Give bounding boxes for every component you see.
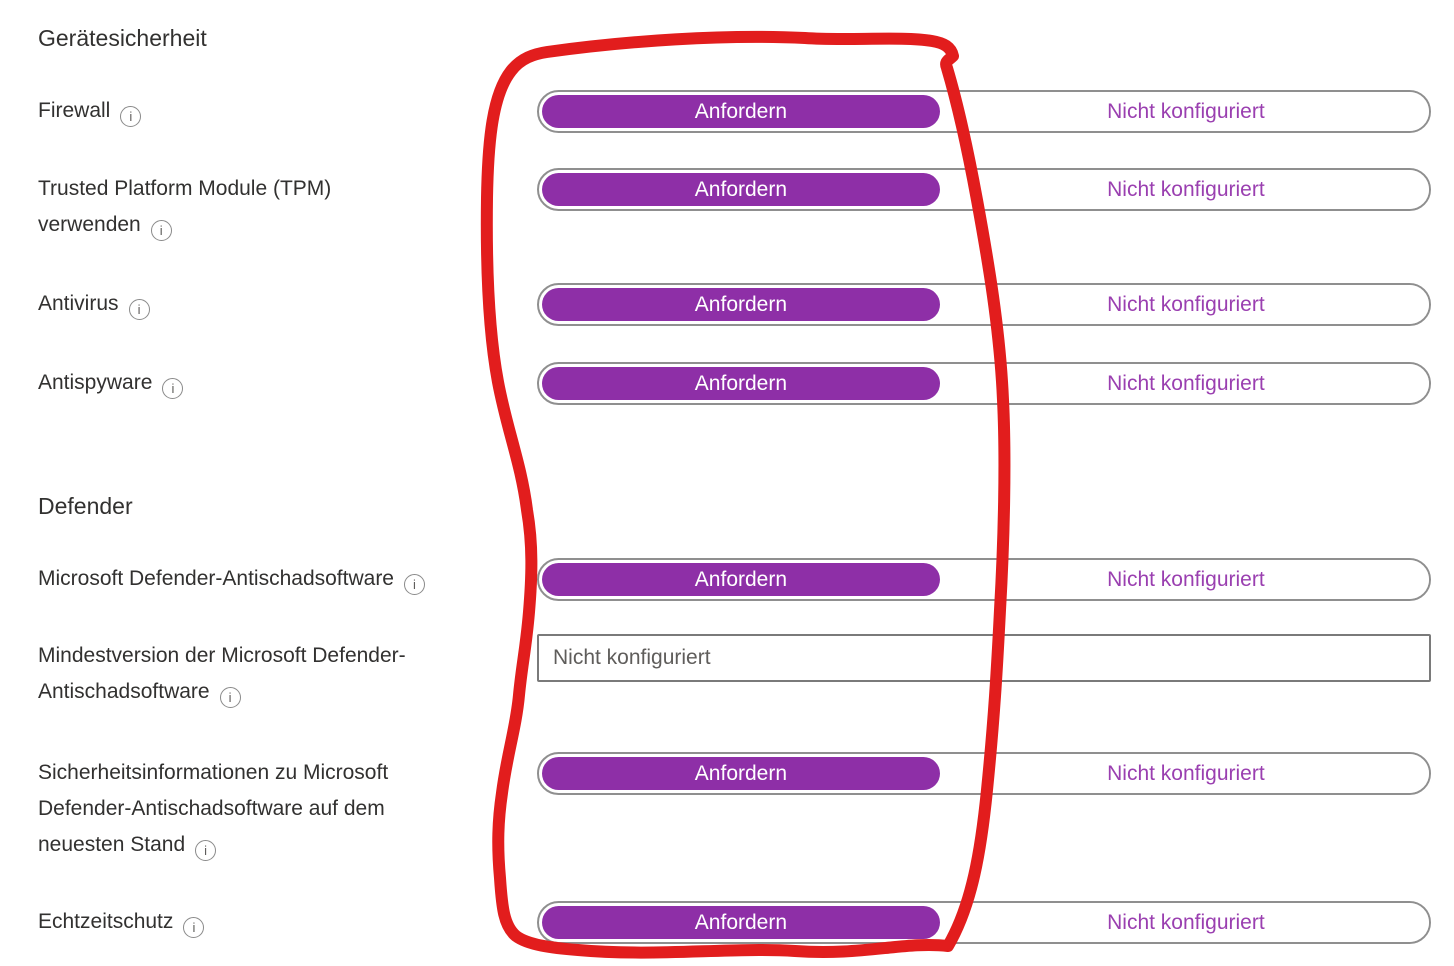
toggle-option-require[interactable]: Anfordern	[542, 757, 940, 790]
toggle-option-not-configured[interactable]: Nicht konfiguriert	[942, 170, 1429, 209]
info-icon[interactable]: i	[120, 106, 142, 127]
toggle-defender-signatures-up-to-date: Anfordern Nicht konfiguriert	[537, 752, 1431, 795]
toggle-antivirus: Anfordern Nicht konfiguriert	[537, 283, 1431, 326]
toggle-option-not-configured[interactable]: Nicht konfiguriert	[942, 285, 1429, 324]
toggle-option-require[interactable]: Anfordern	[542, 367, 940, 400]
setting-label-defender-signatures-up-to-date: Sicherheitsinformationen zu Microsoft De…	[38, 755, 558, 863]
toggle-option-not-configured[interactable]: Nicht konfiguriert	[942, 903, 1429, 942]
info-icon[interactable]: i	[150, 220, 172, 241]
min-version-input[interactable]	[537, 634, 1431, 682]
section-heading-device-security: Gerätesicherheit	[38, 25, 207, 51]
toggle-option-require[interactable]: Anfordern	[542, 906, 940, 939]
toggle-option-not-configured[interactable]: Nicht konfiguriert	[942, 92, 1429, 131]
info-icon[interactable]: i	[162, 378, 184, 399]
toggle-realtime-protection: Anfordern Nicht konfiguriert	[537, 901, 1431, 944]
toggle-option-require[interactable]: Anfordern	[542, 173, 940, 206]
info-icon[interactable]: i	[219, 687, 241, 708]
toggle-option-not-configured[interactable]: Nicht konfiguriert	[942, 364, 1429, 403]
info-icon[interactable]: i	[404, 574, 425, 595]
toggle-defender-antimalware: Anfordern Nicht konfiguriert	[537, 558, 1431, 601]
setting-label-defender-min-version: Mindestversion der Microsoft Defender- A…	[38, 638, 558, 710]
toggle-option-require[interactable]: Anfordern	[542, 563, 940, 596]
toggle-firewall: Anfordern Nicht konfiguriert	[537, 90, 1431, 133]
toggle-option-require[interactable]: Anfordern	[542, 95, 940, 128]
toggle-option-require[interactable]: Anfordern	[542, 288, 940, 321]
toggle-option-not-configured[interactable]: Nicht konfiguriert	[942, 754, 1429, 793]
toggle-antispyware: Anfordern Nicht konfiguriert	[537, 362, 1431, 405]
info-icon[interactable]: i	[128, 299, 150, 320]
toggle-tpm: Anfordern Nicht konfiguriert	[537, 168, 1431, 211]
info-icon[interactable]: i	[183, 917, 205, 938]
info-icon[interactable]: i	[195, 840, 217, 861]
section-heading-defender: Defender	[38, 493, 133, 519]
toggle-option-not-configured[interactable]: Nicht konfiguriert	[942, 560, 1429, 599]
